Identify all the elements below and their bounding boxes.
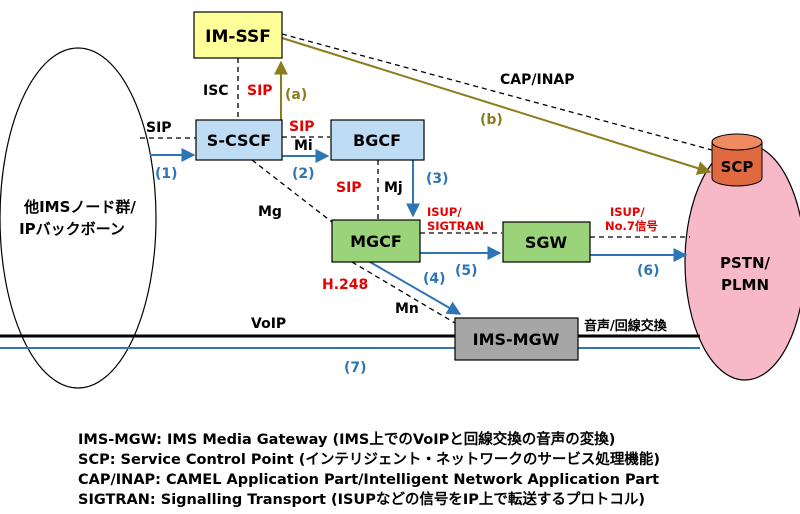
mn-dashed-line bbox=[351, 261, 461, 327]
bgcf-box: BGCF bbox=[330, 119, 425, 161]
imsmgw-box: IMS-MGW bbox=[454, 317, 579, 361]
sip-mi-label: SIP bbox=[289, 119, 315, 135]
legend-item-cap-inap: CAP/INAP: CAMEL Application Part/Intelli… bbox=[78, 472, 660, 488]
step-6-label: (6) bbox=[637, 263, 660, 279]
imssf-label: IM-SSF bbox=[205, 27, 271, 47]
cap-inap-dashed-line bbox=[281, 33, 713, 151]
legend-item-imsmgw: IMS-MGW: IMS Media Gateway (IMS上でのVoIPと回… bbox=[78, 432, 616, 448]
sgw-box: SGW bbox=[502, 221, 591, 263]
ims-group-label-1: 他IMSノード群/ bbox=[23, 198, 136, 216]
sip-left-label: SIP bbox=[146, 120, 172, 136]
bgcf-label: BGCF bbox=[353, 131, 401, 150]
step-1-label: (1) bbox=[155, 166, 178, 182]
legend-item-scp: SCP: Service Control Point (インテリジェント・ネット… bbox=[78, 452, 660, 468]
mg-label: Mg bbox=[258, 204, 282, 220]
isc-label: ISC bbox=[203, 83, 229, 99]
mg-dashed-line bbox=[251, 159, 333, 223]
scscf-box: S-CSCF bbox=[195, 119, 283, 161]
imsmgw-label: IMS-MGW bbox=[473, 330, 560, 349]
isup-sigtran-label-1: ISUP/ bbox=[427, 205, 462, 219]
step-4-label: (4) bbox=[423, 271, 446, 287]
ims-group-label-2: IPバックボーン bbox=[19, 220, 125, 238]
voip-label: VoIP bbox=[251, 316, 286, 332]
isup-no7-label-2: No.7信号 bbox=[605, 219, 658, 233]
cap-inap-label: CAP/INAP bbox=[500, 72, 575, 88]
scp-cylinder bbox=[711, 133, 763, 187]
step-2-label: (2) bbox=[292, 166, 315, 182]
pstn-label-2: PLMN bbox=[721, 276, 769, 294]
h248-label: H.248 bbox=[322, 277, 368, 293]
ims-nodes-ellipse bbox=[0, 47, 157, 389]
sip-mj-label: SIP bbox=[336, 180, 362, 196]
sgw-label: SGW bbox=[525, 233, 568, 252]
step-b-label: (b) bbox=[480, 112, 503, 128]
scscf-label: S-CSCF bbox=[207, 131, 271, 150]
legend: IMS-MGW: IMS Media Gateway (IMS上でのVoIPと回… bbox=[78, 430, 793, 510]
step-3-label: (3) bbox=[426, 171, 449, 187]
isup-sigtran-label-2: SIGTRAN bbox=[427, 219, 484, 233]
step-4-arrow bbox=[369, 261, 462, 315]
step-5-label: (5) bbox=[455, 263, 478, 279]
imssf-box: IM-SSF bbox=[193, 11, 283, 59]
isup-no7-label-1: ISUP/ bbox=[610, 205, 645, 219]
pstn-label-1: PSTN/ bbox=[720, 254, 771, 272]
voice-cs-label: 音声/回線交換 bbox=[584, 318, 668, 334]
step-7-label: (7) bbox=[344, 360, 367, 376]
path-b-arrow bbox=[281, 37, 712, 175]
mgcf-box: MGCF bbox=[331, 219, 421, 263]
legend-item-sigtran: SIGTRAN: Signalling Transport (ISUPなどの信号… bbox=[78, 492, 645, 508]
mn-label: Mn bbox=[395, 301, 419, 317]
mj-label: Mj bbox=[384, 180, 403, 196]
scp-label: SCP bbox=[721, 158, 754, 176]
sip-isc-label: SIP bbox=[247, 83, 273, 99]
mi-label: Mi bbox=[294, 138, 313, 154]
mgcf-label: MGCF bbox=[350, 232, 402, 251]
step-a-label: (a) bbox=[285, 87, 307, 103]
